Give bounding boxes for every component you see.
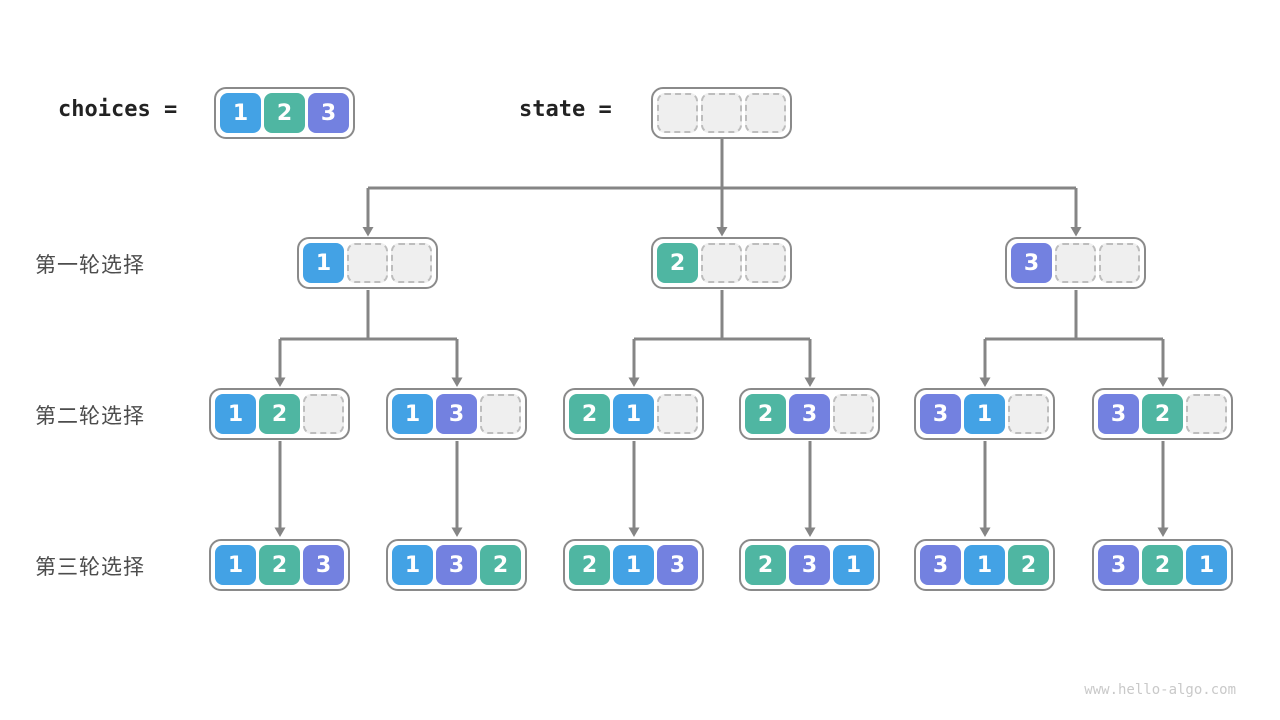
arrowhead-icon — [451, 527, 463, 537]
empty-array-cell — [391, 243, 432, 283]
empty-array-cell — [303, 394, 344, 434]
array-cell: 1 — [613, 394, 654, 434]
array-cell: 3 — [1011, 243, 1052, 283]
arrowhead-icon — [804, 377, 816, 387]
array-cell: 1 — [392, 545, 433, 585]
empty-array-cell — [1099, 243, 1140, 283]
array-cell: 2 — [745, 545, 786, 585]
array-cell: 1 — [613, 545, 654, 585]
array-cell: 1 — [215, 545, 256, 585]
array-cell: 2 — [1008, 545, 1049, 585]
array-cell: 2 — [259, 394, 300, 434]
empty-array-cell — [347, 243, 388, 283]
array-cell: 2 — [657, 243, 698, 283]
array-cell: 3 — [303, 545, 344, 585]
array-cell: 2 — [1142, 394, 1183, 434]
state-label: state = — [519, 97, 612, 122]
array-cell: 3 — [920, 394, 961, 434]
state-array-box — [651, 87, 792, 139]
tree-node-r1-2: 2 — [651, 237, 792, 289]
array-cell: 3 — [1098, 394, 1139, 434]
arrowhead-icon — [274, 377, 286, 387]
arrowhead-icon — [979, 377, 991, 387]
array-cell: 2 — [1142, 545, 1183, 585]
array-cell: 3 — [308, 93, 349, 133]
arrowhead-icon — [628, 377, 640, 387]
empty-array-cell — [1008, 394, 1049, 434]
arrowhead-icon — [716, 227, 728, 237]
array-cell: 3 — [789, 394, 830, 434]
arrowhead-icon — [451, 377, 463, 387]
array-cell: 2 — [259, 545, 300, 585]
arrowhead-icon — [362, 227, 374, 237]
array-cell: 1 — [392, 394, 433, 434]
array-cell: 3 — [657, 545, 698, 585]
array-cell: 2 — [264, 93, 305, 133]
empty-array-cell — [1055, 243, 1096, 283]
array-cell: 2 — [569, 545, 610, 585]
arrowhead-icon — [979, 527, 991, 537]
row-label-round-1: 第一轮选择 — [35, 254, 145, 277]
array-cell: 3 — [436, 394, 477, 434]
empty-array-cell — [701, 93, 742, 133]
arrowhead-icon — [274, 527, 286, 537]
watermark-url: www.hello-algo.com — [1084, 682, 1236, 698]
array-cell: 3 — [1098, 545, 1139, 585]
array-cell: 1 — [1186, 545, 1227, 585]
tree-node-r1-1: 1 — [297, 237, 438, 289]
empty-array-cell — [745, 93, 786, 133]
empty-array-cell — [701, 243, 742, 283]
array-cell: 2 — [569, 394, 610, 434]
arrowhead-icon — [1157, 377, 1169, 387]
empty-array-cell — [480, 394, 521, 434]
empty-array-cell — [833, 394, 874, 434]
empty-array-cell — [745, 243, 786, 283]
tree-node-r1-3: 3 — [1005, 237, 1146, 289]
array-cell: 1 — [833, 545, 874, 585]
arrowhead-icon — [1070, 227, 1082, 237]
array-cell: 3 — [789, 545, 830, 585]
array-cell: 1 — [215, 394, 256, 434]
arrowhead-icon — [1157, 527, 1169, 537]
array-cell: 3 — [436, 545, 477, 585]
array-cell: 1 — [964, 545, 1005, 585]
array-cell: 2 — [480, 545, 521, 585]
array-cell: 1 — [964, 394, 1005, 434]
empty-array-cell — [657, 394, 698, 434]
array-cell: 1 — [220, 93, 261, 133]
row-label-round-3: 第三轮选择 — [35, 556, 145, 579]
array-cell: 2 — [745, 394, 786, 434]
array-cell: 3 — [920, 545, 961, 585]
empty-array-cell — [1186, 394, 1227, 434]
empty-array-cell — [657, 93, 698, 133]
array-cell: 1 — [303, 243, 344, 283]
arrowhead-icon — [628, 527, 640, 537]
choices-label: choices = — [58, 97, 178, 122]
row-label-round-2: 第二轮选择 — [35, 405, 145, 428]
arrowhead-icon — [804, 527, 816, 537]
